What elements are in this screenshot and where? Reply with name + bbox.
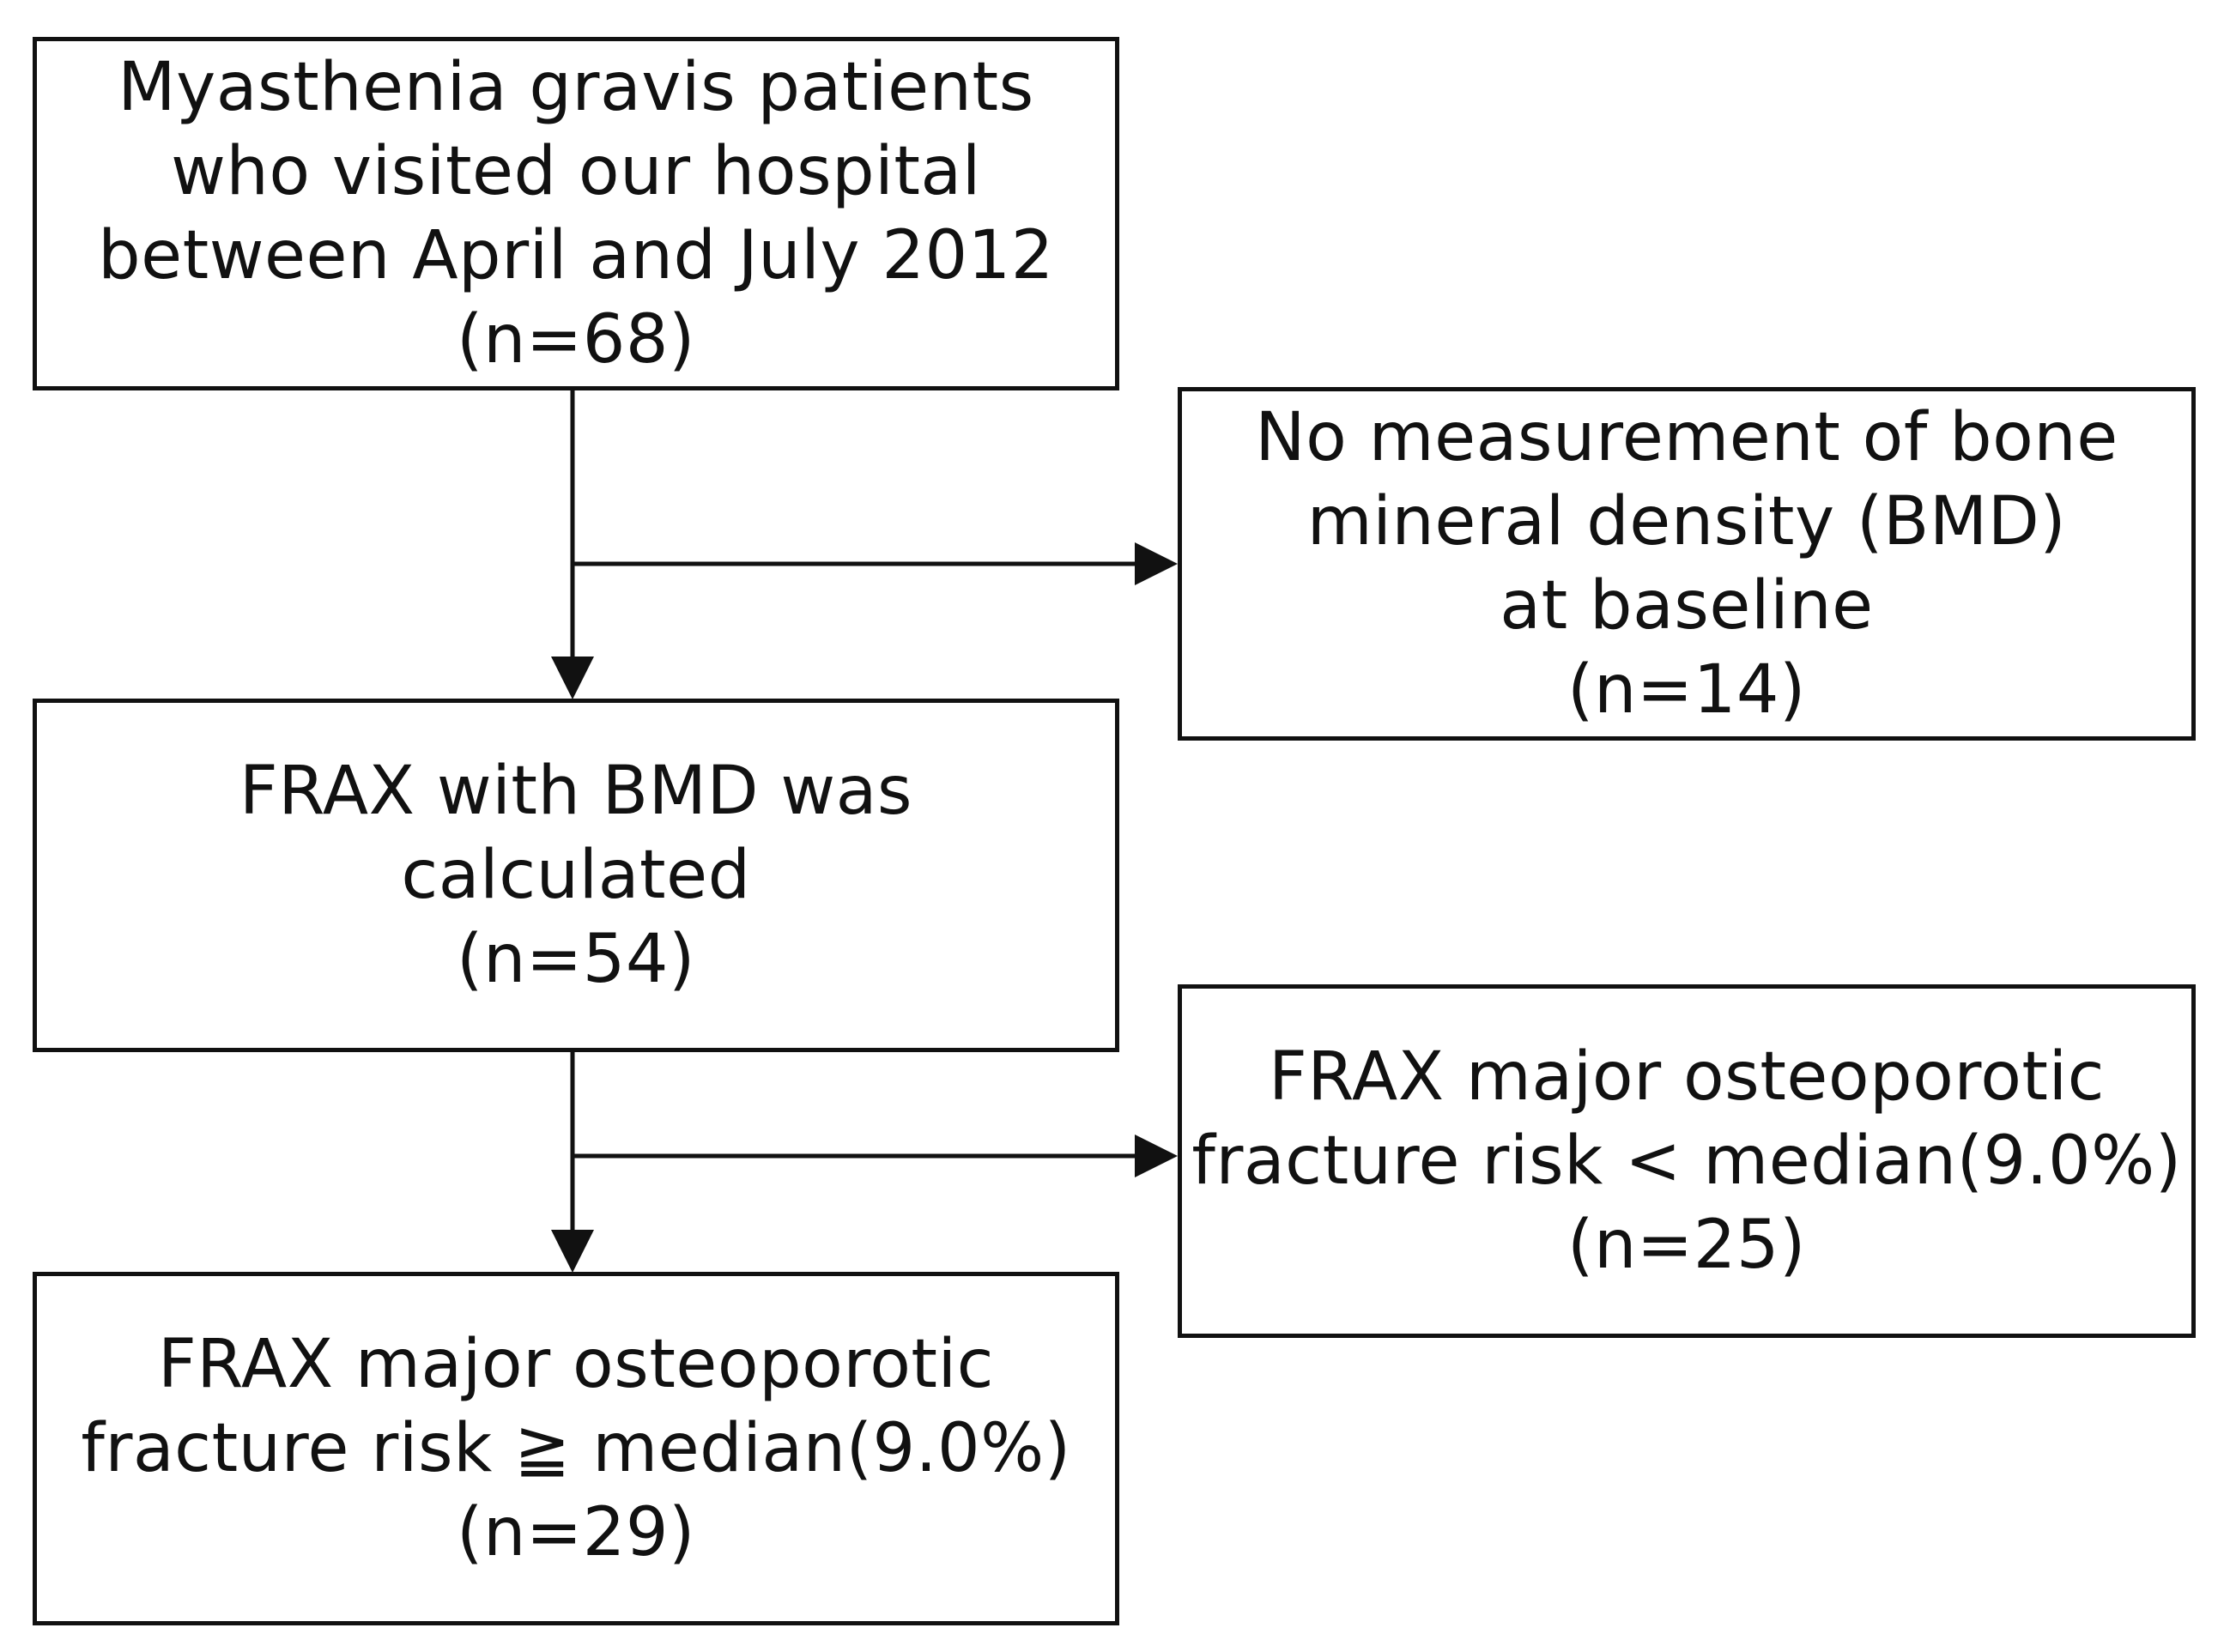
box-excluded-no-bmd: No measurement of bone mineral density (…	[1178, 387, 2196, 741]
box-excluded-no-bmd-line-2: mineral density (BMD)	[1306, 483, 2067, 560]
box-enrolled-patients-count: (n=68)	[457, 301, 695, 378]
box-frax-below-median: FRAX major osteoporotic fracture risk < …	[1178, 984, 2196, 1338]
box-frax-below-median-count: (n=25)	[1567, 1207, 1806, 1284]
box-frax-calculated-line-1: FRAX with BMD was	[239, 753, 913, 830]
box-frax-below-median-line-1: FRAX major osteoporotic	[1268, 1038, 2106, 1116]
box-frax-above-median-line-2: fracture risk ≧ median(9.0%)	[81, 1410, 1071, 1487]
box-excluded-no-bmd-count: (n=14)	[1567, 651, 1806, 729]
box-frax-below-median-line-2: fracture risk < median(9.0%)	[1191, 1123, 2182, 1200]
box-frax-calculated: FRAX with BMD was calculated (n=54)	[33, 699, 1119, 1052]
box-frax-calculated-line-2: calculated	[401, 837, 751, 914]
box-frax-above-median: FRAX major osteoporotic fracture risk ≧ …	[33, 1272, 1119, 1625]
box-frax-calculated-count: (n=54)	[457, 921, 695, 998]
box-excluded-no-bmd-line-1: No measurement of bone	[1255, 399, 2118, 476]
box-excluded-no-bmd-line-3: at baseline	[1500, 567, 1874, 644]
box-frax-above-median-line-1: FRAX major osteoporotic	[157, 1326, 995, 1403]
box-enrolled-patients-line-3: between April and July 2012	[98, 217, 1054, 294]
box-enrolled-patients-line-2: who visited our hospital	[171, 133, 981, 210]
box-frax-above-median-count: (n=29)	[457, 1494, 695, 1571]
box-enrolled-patients-line-1: Myasthenia gravis patients	[118, 49, 1034, 126]
box-enrolled-patients: Myasthenia gravis patients who visited o…	[33, 37, 1119, 390]
